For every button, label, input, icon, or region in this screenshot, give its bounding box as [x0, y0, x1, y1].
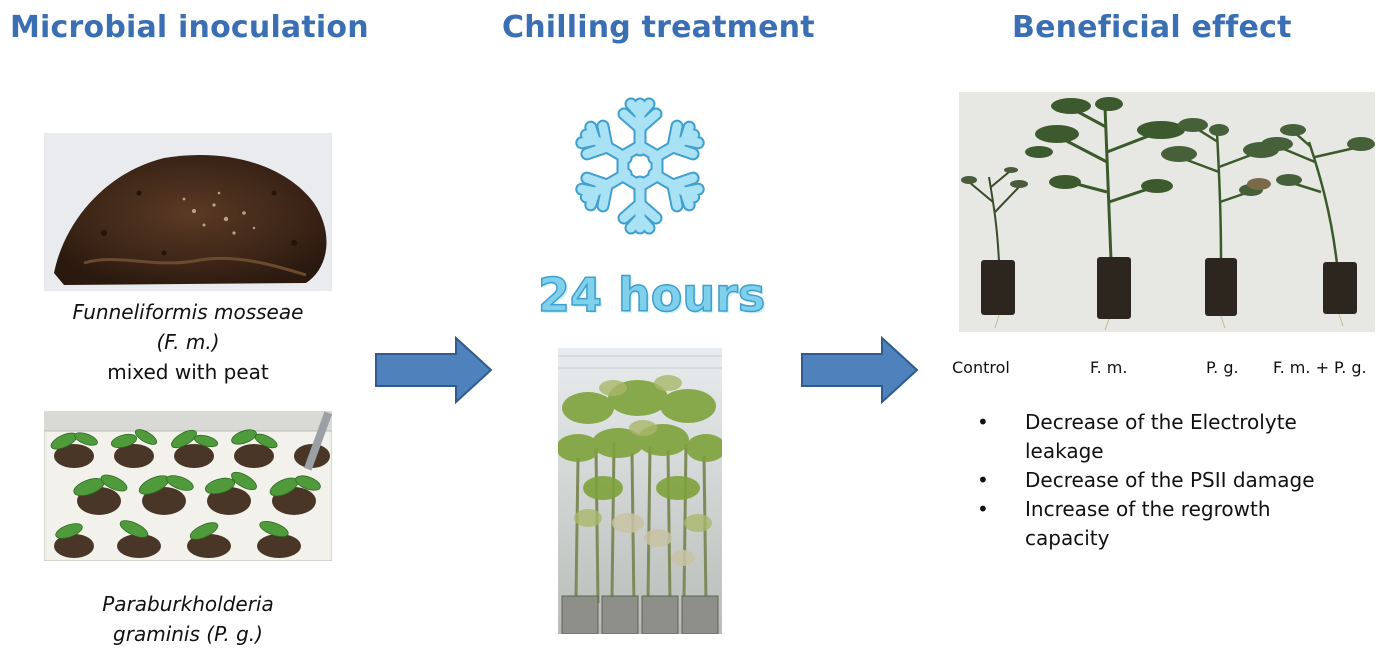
peat-inoculum-photo — [44, 133, 332, 291]
heading-chilling-treatment: Chilling treatment — [502, 10, 815, 45]
chilling-duration: 24 hours — [537, 267, 766, 323]
effect-item: • Increase of the regrowth capacity — [975, 495, 1375, 553]
arrow-chilling-to-effect — [800, 336, 920, 404]
heading-microbial-inoculation: Microbial inoculation — [10, 10, 369, 45]
effect-item: • Decrease of the Electrolyte leakage — [975, 408, 1375, 466]
effect-text: Decrease of the Electrolyte — [1025, 410, 1297, 434]
fm-note-label: mixed with peat — [107, 360, 269, 384]
effect-text-cont: capacity — [1025, 526, 1110, 550]
arrow-inoculation-to-chilling — [374, 336, 494, 404]
effect-text-cont: leakage — [1025, 439, 1104, 463]
effect-item: • Decrease of the PSII damage — [975, 466, 1375, 495]
pg-species-line2: graminis (P. g.) — [113, 622, 263, 646]
treated-plants-photo — [959, 92, 1375, 332]
effect-text: Increase of the regrowth — [1025, 497, 1271, 521]
bullet-marker: • — [977, 410, 989, 434]
heading-beneficial-effect: Beneficial effect — [1012, 10, 1292, 45]
bullet-marker: • — [977, 468, 989, 492]
plant-label-fm: F. m. — [1090, 358, 1128, 377]
snowflake-icon — [570, 92, 710, 244]
seedling-tray-photo — [44, 411, 332, 561]
effects-list: • Decrease of the Electrolyte leakage • … — [975, 408, 1375, 553]
plant-label-pg: P. g. — [1206, 358, 1239, 377]
effect-text: Decrease of the PSII damage — [1025, 468, 1315, 492]
bullet-marker: • — [977, 497, 989, 521]
chilled-plants-photo — [558, 348, 722, 634]
pg-species-line1: Paraburkholderia — [102, 592, 274, 616]
fm-species-label: Funneliformis mosseae — [72, 300, 304, 324]
plant-label-fm-pg: F. m. + P. g. — [1273, 358, 1367, 377]
plant-label-control: Control — [952, 358, 1010, 377]
fm-abbrev-label: (F. m.) — [156, 330, 220, 354]
